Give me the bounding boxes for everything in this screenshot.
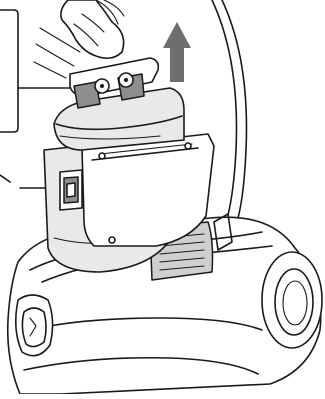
callout-box: [0, 10, 18, 132]
cyclone-head: [54, 88, 184, 150]
leader-line-left-edge: [0, 175, 10, 182]
release-button: [60, 170, 82, 210]
arrow-up-icon: [163, 22, 191, 82]
cyclone-cover: [82, 134, 214, 246]
